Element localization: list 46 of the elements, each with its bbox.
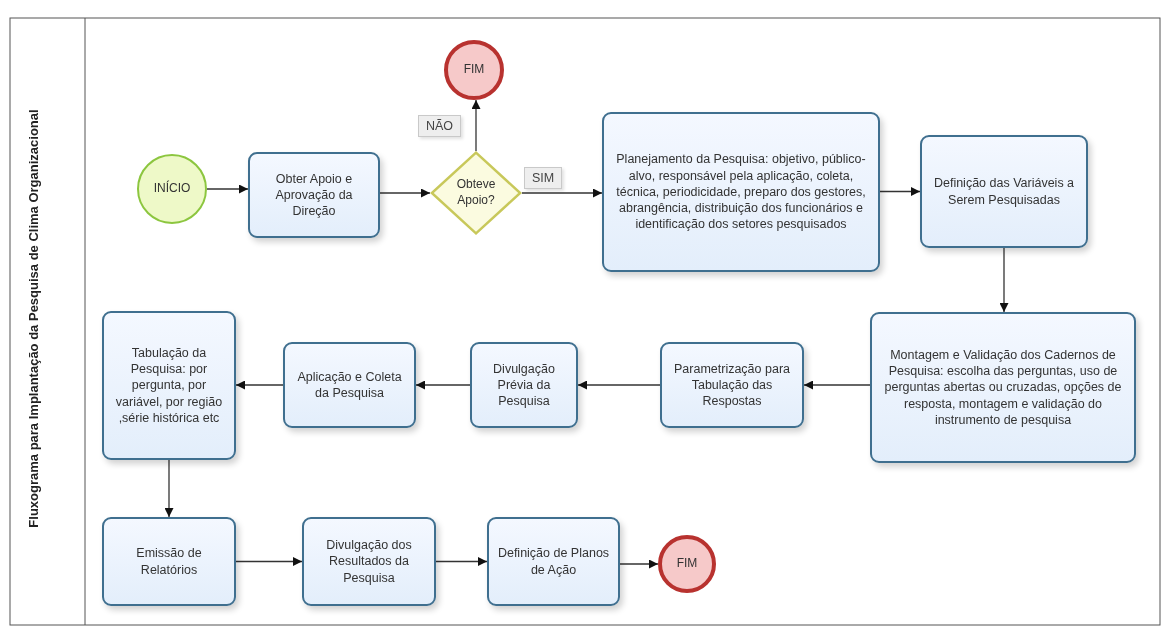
process-box — [920, 135, 1088, 248]
node-text: Definição das Variáveis a Serem Pesquisadas — [932, 175, 1076, 208]
end-circle — [444, 40, 504, 100]
process-box — [660, 342, 804, 428]
edge-label: SIM — [524, 167, 563, 189]
node-text: Definição de Planos de Ação — [496, 545, 611, 578]
node-text: INÍCIO — [153, 181, 191, 197]
node-text: FIM — [676, 556, 698, 572]
node-text: Montagem e Validação dos Cadernos de Pesquisa: escolha das perguntas, uso de perguntas abertas ou cruzadas, opções de resposta, montagem e validação do instrumento de pesquisa — [883, 346, 1123, 429]
process-box — [283, 342, 416, 428]
process-box — [248, 152, 380, 238]
node-text: Obteve Apoio? — [455, 177, 497, 209]
arrow — [435, 557, 488, 566]
process-box — [470, 342, 578, 428]
arrow — [521, 188, 603, 198]
arrow — [803, 380, 871, 390]
node-text: Emissão de Relatórios — [135, 545, 203, 578]
arrow — [235, 380, 284, 390]
process-box — [870, 312, 1136, 463]
process-box — [102, 311, 236, 460]
arrow — [999, 247, 1009, 313]
process-box — [102, 517, 236, 606]
arrow — [379, 188, 431, 198]
arrow — [879, 187, 921, 196]
process-box — [602, 112, 880, 272]
arrow — [619, 559, 659, 569]
arrow — [164, 459, 174, 518]
node-text: Divulgação Prévia da Pesquisa — [492, 360, 556, 410]
arrow — [415, 380, 471, 390]
node-text: Parametrização para Tabulação das Respostas — [673, 360, 791, 410]
diagram-title: Fluxograma para Implantação da Pesquisa de Clima Organizacional — [25, 108, 41, 530]
node-text: Planejamento da Pesquisa: objetivo, público-alvo, responsável pela aplicação, coleta, técnica, periodicidade, preparo dos gestores, abrangência, distribuição dos funcionários e identificação dos setores pesquisados — [615, 151, 867, 233]
node-text: FIM — [463, 62, 485, 78]
arrow — [471, 99, 481, 152]
edge-label: NÃO — [418, 115, 462, 138]
node-text: Tabulação da Pesquisa: por pergunta, por variável, por região ,série histórica etc — [114, 344, 224, 427]
end-circle — [658, 535, 716, 593]
process-box — [487, 517, 620, 606]
arrow — [206, 184, 249, 194]
node-text: Aplicação e Coleta da Pesquisa — [296, 368, 403, 402]
arrow — [235, 557, 303, 566]
node-text: Obter Apoio e Aprovação da Direção — [274, 170, 354, 220]
process-box — [302, 517, 436, 606]
decision-diamond — [430, 151, 522, 235]
arrow — [577, 380, 661, 390]
node-text: Divulgação dos Resultados da Pesquisa — [325, 537, 413, 586]
